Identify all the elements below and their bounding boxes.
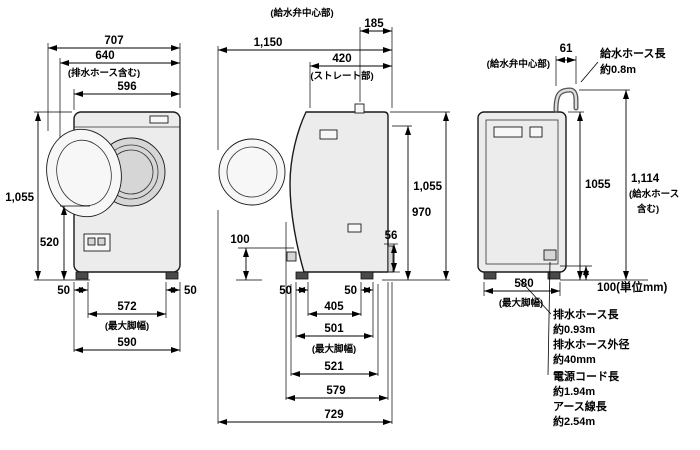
drain-hose-diameter-label: 排水ホース外径 xyxy=(553,337,629,351)
hose-length-callout: 給水ホース長 約0.8m xyxy=(580,46,666,83)
side-machine-drawing xyxy=(218,103,394,280)
front-foot-right xyxy=(165,271,179,280)
dim-729-label: 729 xyxy=(324,409,343,421)
power-cord-exit xyxy=(543,249,557,261)
hose-length-value: 約0.8m xyxy=(600,62,636,76)
dim-640: 640 (排水ホース含む) xyxy=(59,50,180,138)
open-door-side xyxy=(218,138,286,206)
front-machine-drawing xyxy=(46,111,181,280)
dim-56-label: 56 xyxy=(385,230,398,242)
back-machine-drawing xyxy=(477,87,579,280)
power-cord-length-label: 電源コード長 xyxy=(553,369,620,383)
side-foot-front xyxy=(295,271,309,280)
unit-note-label: 100(単位mm) xyxy=(597,280,667,294)
dim-579-label: 579 xyxy=(326,385,345,397)
valve-center-note-side: (給水弁中心部) xyxy=(270,7,333,19)
dim-1055-side-label: 1,055 xyxy=(413,181,442,193)
dim-420: 420 (ストレート部) xyxy=(309,53,392,108)
dim-1055-front: 1,055 xyxy=(5,111,90,281)
front-view: 707 640 (排水ホース含む) 596 1,055 520 xyxy=(5,35,197,353)
dim-100-back-unit: 100(単位mm) xyxy=(560,265,667,294)
dim-501-note: (最大脚幅) xyxy=(312,343,356,355)
drain-hose-length-label: 排水ホース長 xyxy=(553,307,619,321)
dim-970-label: 970 xyxy=(412,207,431,219)
dim-580-note: (最大脚幅) xyxy=(499,297,543,309)
back-view: 61 (給水弁中心部) 給水ホース長 約0.8m 1055 1,114 (給水ホ… xyxy=(477,43,679,428)
earth-wire-length-label: アース線長 xyxy=(553,399,608,413)
dim-100-side: 100 xyxy=(230,234,294,281)
front-drain-stub xyxy=(286,251,297,262)
power-cord-length-value: 約1.94m xyxy=(553,384,595,398)
dim-970: 970 xyxy=(392,125,431,280)
dim-520: 520 xyxy=(40,205,90,280)
dim-640-note: (排水ホース含む) xyxy=(68,67,140,79)
dim-61-label: 61 xyxy=(560,43,573,55)
hose-cord-notes: 排水ホース長 約0.93m 排水ホース外径 約40mm 電源コード長 約1.94… xyxy=(519,261,629,428)
dim-1114-note-2: 含む) xyxy=(636,203,659,215)
drain-hose-length-value: 約0.93m xyxy=(553,322,595,336)
dim-1150: 1,150 xyxy=(217,37,392,150)
dims-side-bottom: 50 50 405 501 (最大脚幅) 521 579 729 xyxy=(217,210,393,425)
dim-56: 56 xyxy=(384,230,400,273)
dim-501-label: 501 xyxy=(324,323,344,335)
dim-420-note: (ストレート部) xyxy=(310,70,373,82)
drain-hose-diameter-value: 約40mm xyxy=(553,352,596,366)
dim-420-label: 420 xyxy=(332,53,351,65)
dim-640-label: 640 xyxy=(95,50,114,62)
dim-405-label: 405 xyxy=(324,301,344,313)
dim-1055-back: 1055 xyxy=(568,111,611,280)
dim-596-label: 596 xyxy=(117,81,136,93)
earth-wire-length-value: 約2.54m xyxy=(553,414,595,428)
dim-185: 185 xyxy=(359,18,393,108)
dim-50-front-left-label: 50 xyxy=(57,285,70,297)
dims-front-bottom: 50 50 572 (最大脚幅) 590 xyxy=(57,282,197,353)
dim-1055-side: 1,055 xyxy=(382,111,450,281)
dim-50-front-right-label: 50 xyxy=(184,285,197,297)
side-view: (給水弁中心部) 185 1,150 420 (ストレート部) 1,055 xyxy=(217,7,450,425)
dim-572-label: 572 xyxy=(117,301,136,313)
water-valve-fitting xyxy=(354,103,365,114)
dim-61: 61 xyxy=(555,43,577,86)
dim-100-side-label: 100 xyxy=(230,234,249,246)
front-foot-left xyxy=(75,271,89,280)
side-foot-rear xyxy=(360,271,374,280)
dim-50-side-rear-label: 50 xyxy=(344,285,357,297)
rear-hose-outlet xyxy=(387,245,394,273)
dim-1055-front-label: 1,055 xyxy=(5,192,34,204)
dim-185-label: 185 xyxy=(364,18,384,30)
dim-521-label: 521 xyxy=(324,361,344,373)
dim-520-label: 520 xyxy=(40,237,59,249)
dim-50-side-front-label: 50 xyxy=(279,285,292,297)
dim-1114-label: 1,114 xyxy=(631,173,660,185)
dim-1114-note-1: (給水ホース xyxy=(629,188,679,200)
back-foot-right xyxy=(547,271,561,280)
valve-center-note-back: (給水弁中心部) xyxy=(487,58,550,70)
dim-596: 596 xyxy=(73,81,180,110)
dim-1055-back-label: 1055 xyxy=(585,179,611,191)
dim-707: 707 xyxy=(47,35,181,131)
dim-1114: 1,114 (給水ホース 含む) xyxy=(560,89,679,281)
dim-572-note: (最大脚幅) xyxy=(105,320,149,332)
dim-707-label: 707 xyxy=(104,35,123,47)
hose-length-label: 給水ホース長 xyxy=(600,46,666,60)
back-foot-left xyxy=(483,271,497,280)
dim-590-label: 590 xyxy=(117,337,136,349)
dim-1150-label: 1,150 xyxy=(254,37,283,49)
